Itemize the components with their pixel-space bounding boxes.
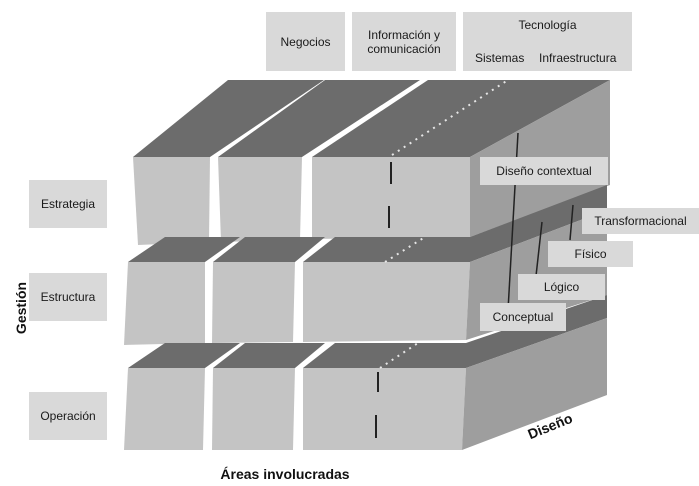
front-face xyxy=(303,262,470,342)
top-face xyxy=(303,237,470,262)
top-face xyxy=(218,80,420,157)
column-header-negocios: Negocios xyxy=(266,12,345,71)
top-face xyxy=(466,295,607,368)
column-label-infraestructura: Infraestructura xyxy=(539,51,617,65)
top-face xyxy=(303,343,466,368)
dotted-divider xyxy=(384,236,426,263)
column-label-sistemas: Sistemas xyxy=(475,51,525,65)
layer-label-diseno-contextual: Diseño contextual xyxy=(480,157,608,185)
front-face xyxy=(218,157,302,242)
top-face xyxy=(213,343,325,368)
top-face xyxy=(470,185,607,262)
side-divider xyxy=(569,204,574,241)
row-label-estructura: Estructura xyxy=(29,273,107,321)
side-divider xyxy=(535,221,543,277)
layer-label-conceptual: Conceptual xyxy=(480,303,566,331)
column-label-informacion: Información y comunicación xyxy=(367,27,441,56)
front-face xyxy=(212,368,295,450)
column-header-informacion: Información y comunicación xyxy=(352,12,456,71)
top-face xyxy=(133,80,324,157)
top-face xyxy=(128,237,240,262)
front-face xyxy=(303,368,466,450)
top-face xyxy=(213,237,325,262)
front-face xyxy=(124,262,205,345)
layer-label-fisico: Físico xyxy=(548,241,633,267)
axis-label-areas: Áreas involucradas xyxy=(220,466,350,482)
column-label-negocios: Negocios xyxy=(280,34,331,49)
front-face xyxy=(133,157,210,245)
column-header-tecnologia: Tecnología Sistemas Infraestructura xyxy=(463,12,632,71)
row-label-operacion: Operación xyxy=(29,392,107,440)
front-face xyxy=(312,157,470,239)
layer-operacion xyxy=(124,295,607,450)
dotted-divider xyxy=(379,342,419,369)
front-face xyxy=(212,262,295,343)
top-face xyxy=(128,343,240,368)
top-face xyxy=(312,80,610,157)
column-label-tecnologia: Tecnología xyxy=(518,18,577,32)
row-label-estrategia: Estrategia xyxy=(29,180,107,228)
axis-label-gestion: Gestión xyxy=(13,281,29,335)
side-face xyxy=(462,318,607,450)
layer-label-transformacional: Transformacional xyxy=(582,208,699,234)
front-face xyxy=(124,368,205,450)
layer-label-logico: Lógico xyxy=(518,274,605,300)
